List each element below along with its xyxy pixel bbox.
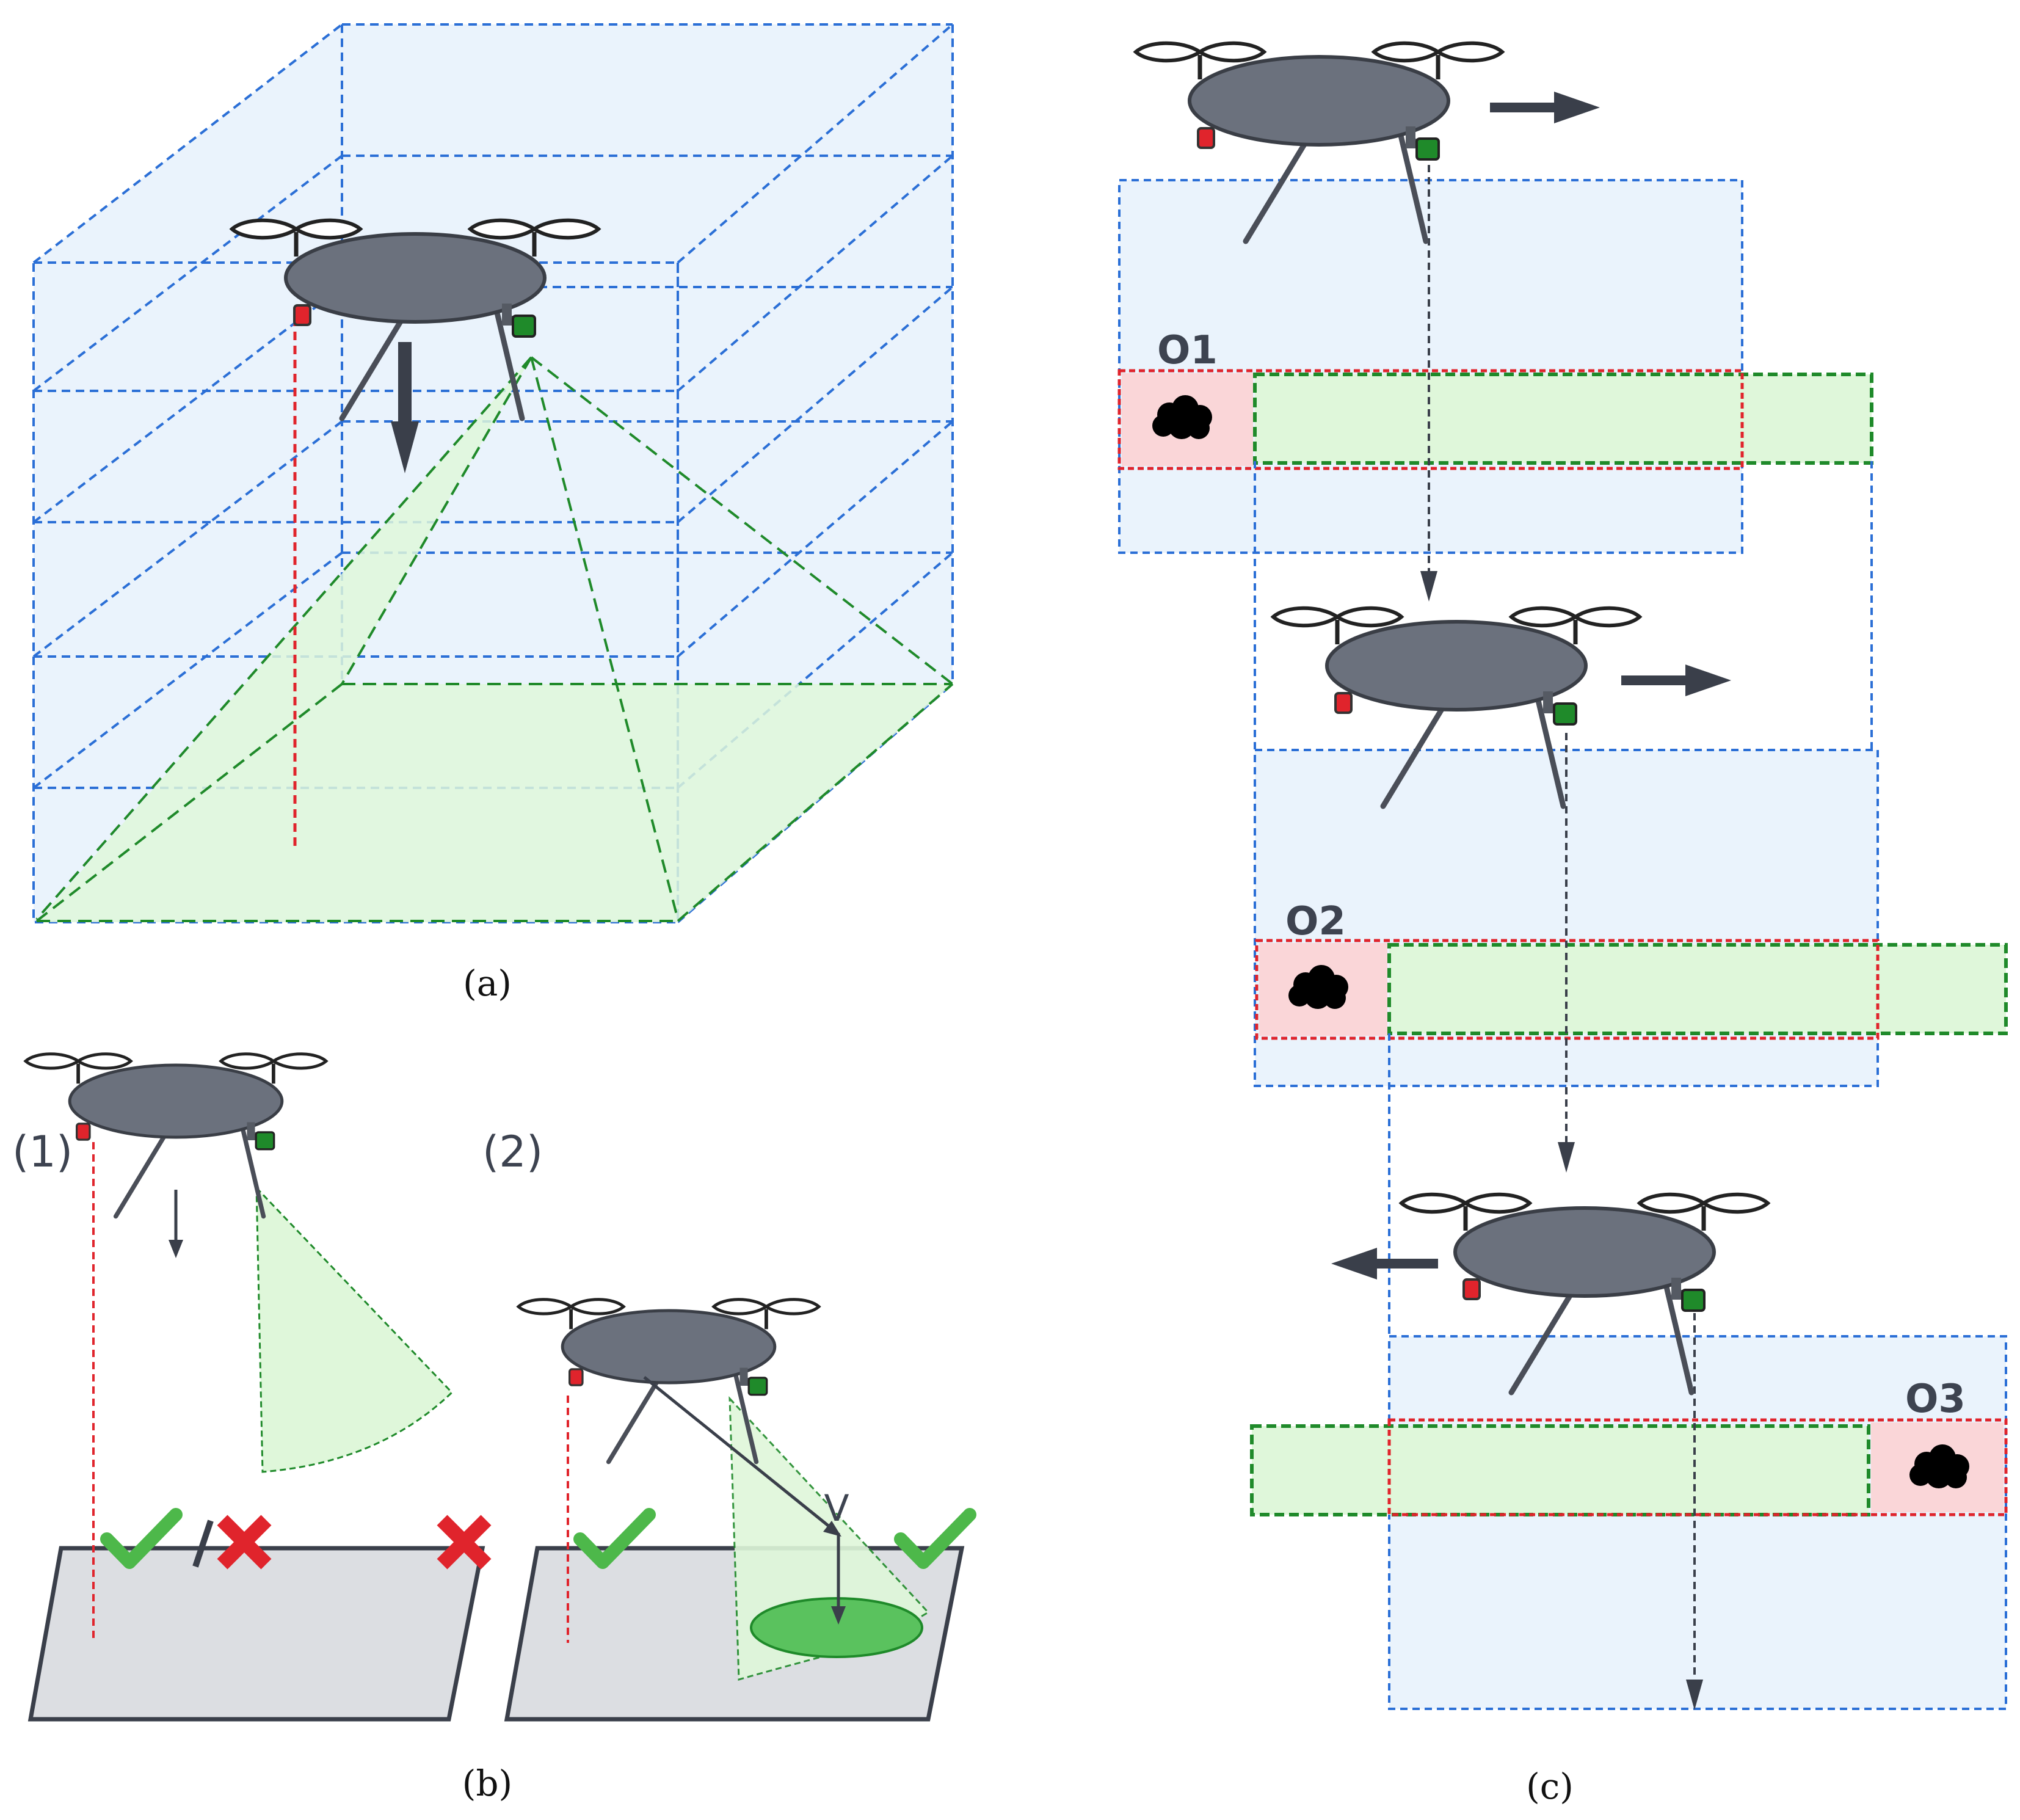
descend-arrow-small [169,1190,183,1258]
scan-stage-1: O1 [1117,43,1873,602]
ground-plane-1 [27,1546,485,1722]
obstacle-label: O1 [1157,328,1218,373]
fov-strip [1253,373,1873,465]
obstacle-row [1117,369,1744,470]
panel-a: (a) [32,23,954,1004]
obstacle-label: O3 [1905,1377,1966,1422]
obstacle-label: O2 [1285,899,1346,944]
caption-b: (b) [462,1763,512,1804]
drone-icon [518,1300,819,1462]
panel-c: O1 O2 [1117,43,2008,1807]
descend-arrow [391,342,419,473]
fov-cone-1 [255,1185,454,1473]
caption-a: (a) [463,963,512,1004]
fov-strip [1387,943,2008,1035]
fov-pyramid [35,356,954,922]
view-vector [643,1376,846,1625]
case2-label: (2) [482,1127,543,1177]
scan-stage-3: O3 [1250,1033,2008,1710]
fov-strip [1250,1424,1870,1516]
obstacle-row [1387,1418,2008,1516]
move-right-arrow [1490,92,1600,123]
move-right-arrow [1621,664,1731,696]
vector-label: V [824,1487,849,1530]
move-left-arrow [1331,1248,1438,1279]
caption-c: (c) [1526,1766,1574,1807]
fov-footprint [750,1597,923,1658]
slash-separator [192,1520,214,1568]
scan-stage-2: O2 [1254,461,2008,1173]
case1-label: (1) [12,1127,73,1177]
panel-b: (1) (2) V (b) [12,1054,970,1804]
